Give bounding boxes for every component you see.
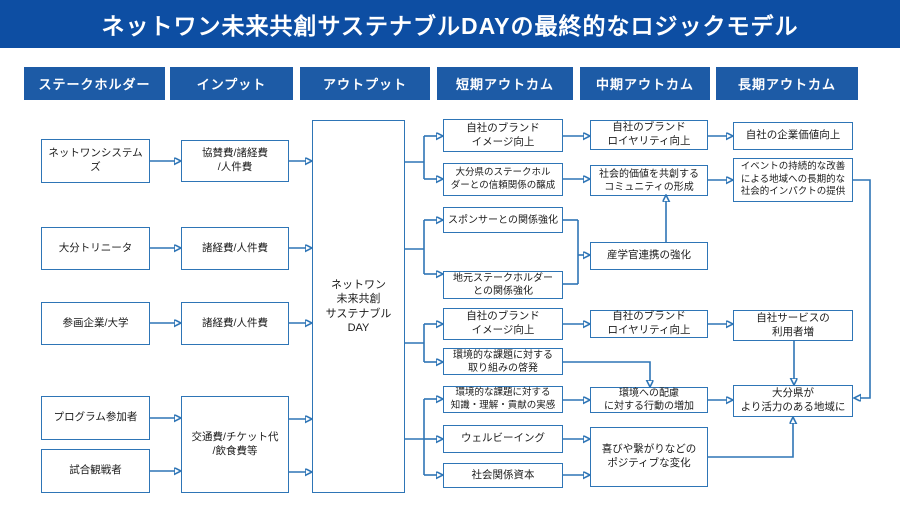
- slide-title: ネットワン未来共創サステナブルDAYの最終的なロジックモデル: [101, 13, 799, 39]
- input-trinita-expenses: 諸経費/人件費: [181, 227, 289, 270]
- short-outcome-env-awareness: 環境的な課題に対する 取り組みの啓発: [443, 348, 563, 375]
- stakeholder-match-spectators: 試合観戦者: [41, 449, 150, 493]
- header-input: インプット: [170, 67, 293, 100]
- long-outcome-long-term-impact: イベントの持続的な改善 による地域への長期的な 社会的インパクトの提供: [733, 158, 853, 202]
- mid-outcome-industry-academia-gov: 産学官連携の強化: [590, 242, 708, 270]
- long-outcome-service-users: 自社サービスの 利用者増: [733, 310, 853, 341]
- header-long-term-outcome: 長期アウトカム: [716, 67, 858, 100]
- mid-outcome-brand-loyalty-1: 自社のブランド ロイヤリティ向上: [590, 120, 708, 150]
- stakeholder-oita-trinita: 大分トリニータ: [41, 227, 150, 270]
- stakeholder-netone-systems: ネットワンシステム ズ: [41, 139, 150, 183]
- header-output: アウトプット: [300, 67, 430, 100]
- header-mid-term-outcome: 中期アウトカム: [580, 67, 710, 100]
- slide-title-bar: ネットワン未来共創サステナブルDAYの最終的なロジックモデル: [0, 0, 900, 48]
- input-companies-expenses: 諸経費/人件費: [181, 302, 289, 345]
- header-stakeholder: ステークホルダー: [24, 67, 165, 100]
- header-short-term-outcome: 短期アウトカム: [437, 67, 573, 100]
- short-outcome-social-capital: 社会関係資本: [443, 463, 563, 488]
- output-sustainable-day-event: ネットワン 未来共創 サステナブル DAY: [312, 120, 405, 493]
- mid-outcome-positive-change: 喜びや繋がりなどの ポジティブな変化: [590, 427, 708, 487]
- input-sponsorship-expenses: 協賛費/諸経費 /人件費: [181, 140, 289, 182]
- input-visitor-expenses: 交通費/チケット代 /飲食費等: [181, 396, 289, 493]
- mid-outcome-eco-behavior: 環境への配慮 に対する行動の増加: [590, 387, 708, 413]
- short-outcome-env-knowledge: 環境的な課題に対する 知識・理解・貢献の実感: [443, 386, 563, 413]
- short-outcome-brand-image-1: 自社のブランド イメージ向上: [443, 119, 563, 152]
- stakeholder-partner-companies: 参画企業/大学: [41, 302, 150, 345]
- long-outcome-corporate-value: 自社の企業価値向上: [733, 122, 853, 150]
- short-outcome-oita-stakeholder-trust: 大分県のステークホル ダーとの信頼関係の醸成: [443, 163, 563, 196]
- mid-outcome-value-community: 社会的価値を共創する コミュニティの形成: [590, 165, 708, 196]
- short-outcome-sponsor-relations: スポンサーとの関係強化: [443, 207, 563, 233]
- stakeholder-program-participants: プログラム参加者: [41, 396, 150, 440]
- short-outcome-local-stakeholder-relations: 地元ステークホルダー との関係強化: [443, 271, 563, 299]
- mid-outcome-brand-loyalty-2: 自社のブランド ロイヤリティ向上: [590, 310, 708, 338]
- short-outcome-wellbeing: ウェルビーイング: [443, 425, 563, 453]
- short-outcome-brand-image-2: 自社のブランド イメージ向上: [443, 308, 563, 340]
- long-outcome-vibrant-oita: 大分県が より活力のある地域に: [733, 385, 853, 417]
